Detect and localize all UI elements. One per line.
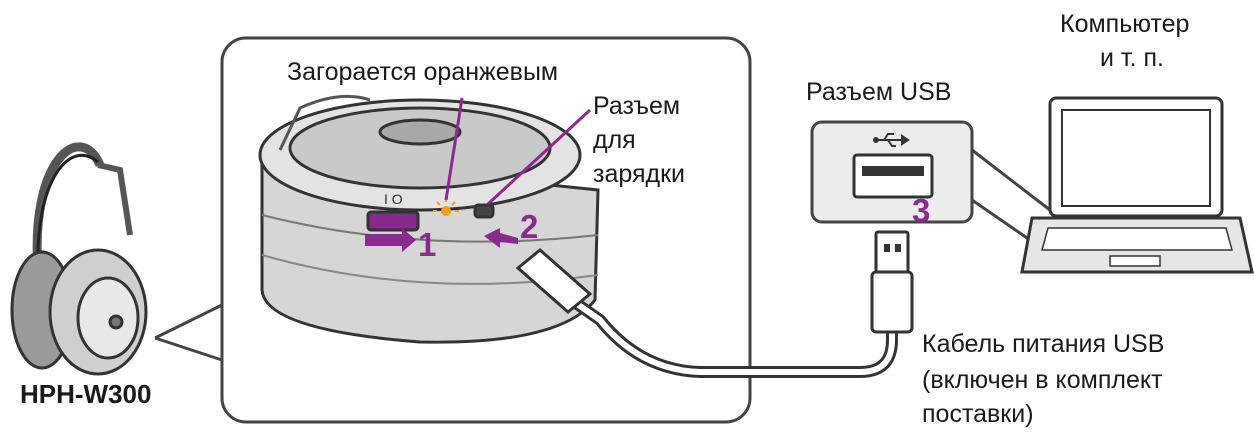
step-1-label: 1	[418, 228, 436, 262]
svg-text:I O: I O	[384, 191, 403, 207]
usb-plug-icon	[872, 232, 912, 332]
headphones-icon	[12, 147, 146, 374]
charging-port-label-line2: для	[593, 124, 636, 156]
step-2-label: 2	[520, 210, 538, 244]
cable-label-line3: поставки)	[922, 398, 1034, 430]
cable-label-line2: (включен в комплект	[922, 364, 1163, 396]
step-3-label: 3	[912, 194, 930, 228]
cable-label-line1: Кабель питания USB	[922, 328, 1164, 360]
charging-station: I O	[260, 96, 598, 342]
charging-port-label-line1: Разъем	[593, 90, 680, 122]
led-label: Загорается оранжевым	[287, 56, 558, 88]
usb-port-panel	[812, 122, 1050, 240]
model-label: HPH-W300	[20, 378, 151, 410]
usb-port-label: Разъем USB	[806, 76, 951, 108]
laptop-icon	[1022, 98, 1252, 272]
charging-port-label-line3: зарядки	[593, 158, 685, 190]
computer-label-line2: и т. п.	[1100, 42, 1164, 74]
computer-label-line1: Компьютер	[1060, 8, 1189, 40]
